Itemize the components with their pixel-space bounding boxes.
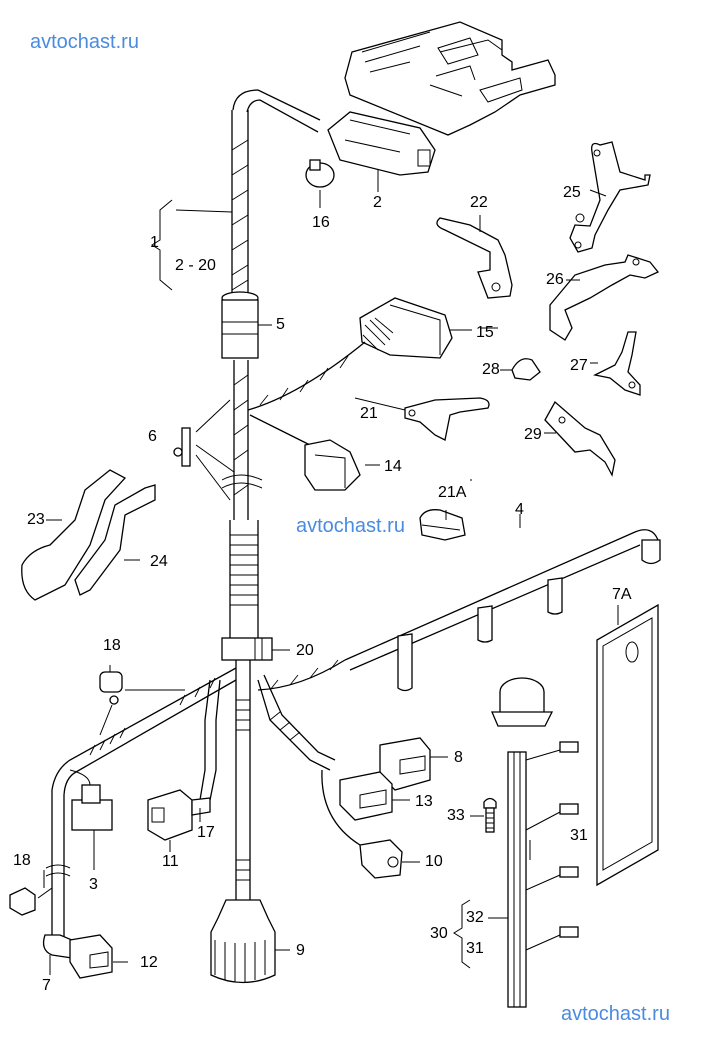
callout-6[interactable]: 6 <box>148 428 157 445</box>
connector-11[interactable] <box>147 789 211 841</box>
callout-22[interactable]: 22 <box>470 194 488 211</box>
bracket-25[interactable] <box>569 141 651 253</box>
clamp-20[interactable] <box>221 637 273 661</box>
bracket-27[interactable] <box>593 331 641 396</box>
watermark-bottom: avtochast.ru <box>561 1003 670 1025</box>
bolt-33[interactable] <box>483 797 497 833</box>
callout-28[interactable]: 28 <box>482 361 500 378</box>
connector-14[interactable] <box>249 414 361 491</box>
group-range-2-20: 2 - 20 <box>175 257 216 274</box>
watermark-middle: avtochast.ru <box>296 515 405 537</box>
callout-31[interactable]: 31 <box>570 827 588 844</box>
callout-5[interactable]: 5 <box>276 316 285 333</box>
leader-lines <box>43 170 619 975</box>
gasket-7a[interactable] <box>596 603 659 887</box>
callout-21a[interactable]: 21A <box>438 484 467 501</box>
callout-33[interactable]: 33 <box>447 807 465 824</box>
callout-12[interactable]: 12 <box>140 954 158 971</box>
bracket-29[interactable] <box>544 400 616 477</box>
ignition-lead-set-4[interactable] <box>257 529 661 692</box>
callout-18-lower[interactable]: 18 <box>13 852 31 869</box>
callout-21[interactable]: 21 <box>360 405 378 422</box>
connector-10[interactable] <box>321 769 403 879</box>
callout-2[interactable]: 2 <box>373 194 382 211</box>
callout-25[interactable]: 25 <box>563 184 581 201</box>
callout-18-upper[interactable]: 18 <box>103 637 121 654</box>
cap-9[interactable] <box>210 899 276 984</box>
group-item-31: 31 <box>466 940 484 957</box>
callout-23[interactable]: 23 <box>27 511 45 528</box>
connector-12[interactable] <box>69 934 113 979</box>
callout-13[interactable]: 13 <box>415 793 433 810</box>
bracket-21[interactable] <box>404 397 490 441</box>
callout-16[interactable]: 16 <box>312 214 330 231</box>
grommet-5[interactable] <box>221 291 259 359</box>
callout-17[interactable]: 17 <box>197 824 215 841</box>
holder-18-lower[interactable] <box>9 864 71 916</box>
callout-3[interactable]: 3 <box>89 876 98 893</box>
sleeve-7[interactable] <box>42 934 73 959</box>
cable-duct-23[interactable] <box>21 469 127 601</box>
callout-29[interactable]: 29 <box>524 426 542 443</box>
cover-24[interactable] <box>74 484 156 596</box>
connector-3[interactable] <box>69 769 113 831</box>
clamp-16[interactable] <box>305 159 335 188</box>
watermark-top: avtochast.ru <box>30 31 139 53</box>
group-label-30: 30 <box>430 925 448 942</box>
callout-14[interactable]: 14 <box>384 458 402 475</box>
callout-27[interactable]: 27 <box>570 357 588 374</box>
main-harness-trunk[interactable] <box>221 89 321 900</box>
connector-2[interactable] <box>327 111 436 176</box>
callout-11[interactable]: 11 <box>162 853 179 870</box>
callout-4[interactable]: 4 <box>515 501 524 518</box>
clip-28[interactable] <box>511 358 541 381</box>
connector-15[interactable] <box>247 297 453 411</box>
bracket-26[interactable] <box>549 254 660 341</box>
callout-9[interactable]: 9 <box>296 942 305 959</box>
ecu-control-unit[interactable] <box>344 21 556 136</box>
connector-13[interactable] <box>339 771 393 821</box>
callout-7a[interactable]: 7A <box>612 586 632 603</box>
bracket-22[interactable] <box>436 217 513 299</box>
callout-8[interactable]: 8 <box>454 749 463 766</box>
group-label-1: 1 <box>150 234 159 251</box>
group-item-32: 32 <box>466 909 484 926</box>
sender-unit-30[interactable] <box>491 677 579 1008</box>
callout-7[interactable]: 7 <box>42 977 51 994</box>
callout-10[interactable]: 10 <box>425 853 443 870</box>
callout-15[interactable]: 15 <box>476 324 494 341</box>
clip-21a[interactable] <box>419 509 466 541</box>
callout-24[interactable]: 24 <box>150 553 168 570</box>
cable-clip-6[interactable] <box>173 399 235 501</box>
callout-20[interactable]: 20 <box>296 642 314 659</box>
callout-26[interactable]: 26 <box>546 271 564 288</box>
holder-18-upper[interactable] <box>99 671 185 736</box>
